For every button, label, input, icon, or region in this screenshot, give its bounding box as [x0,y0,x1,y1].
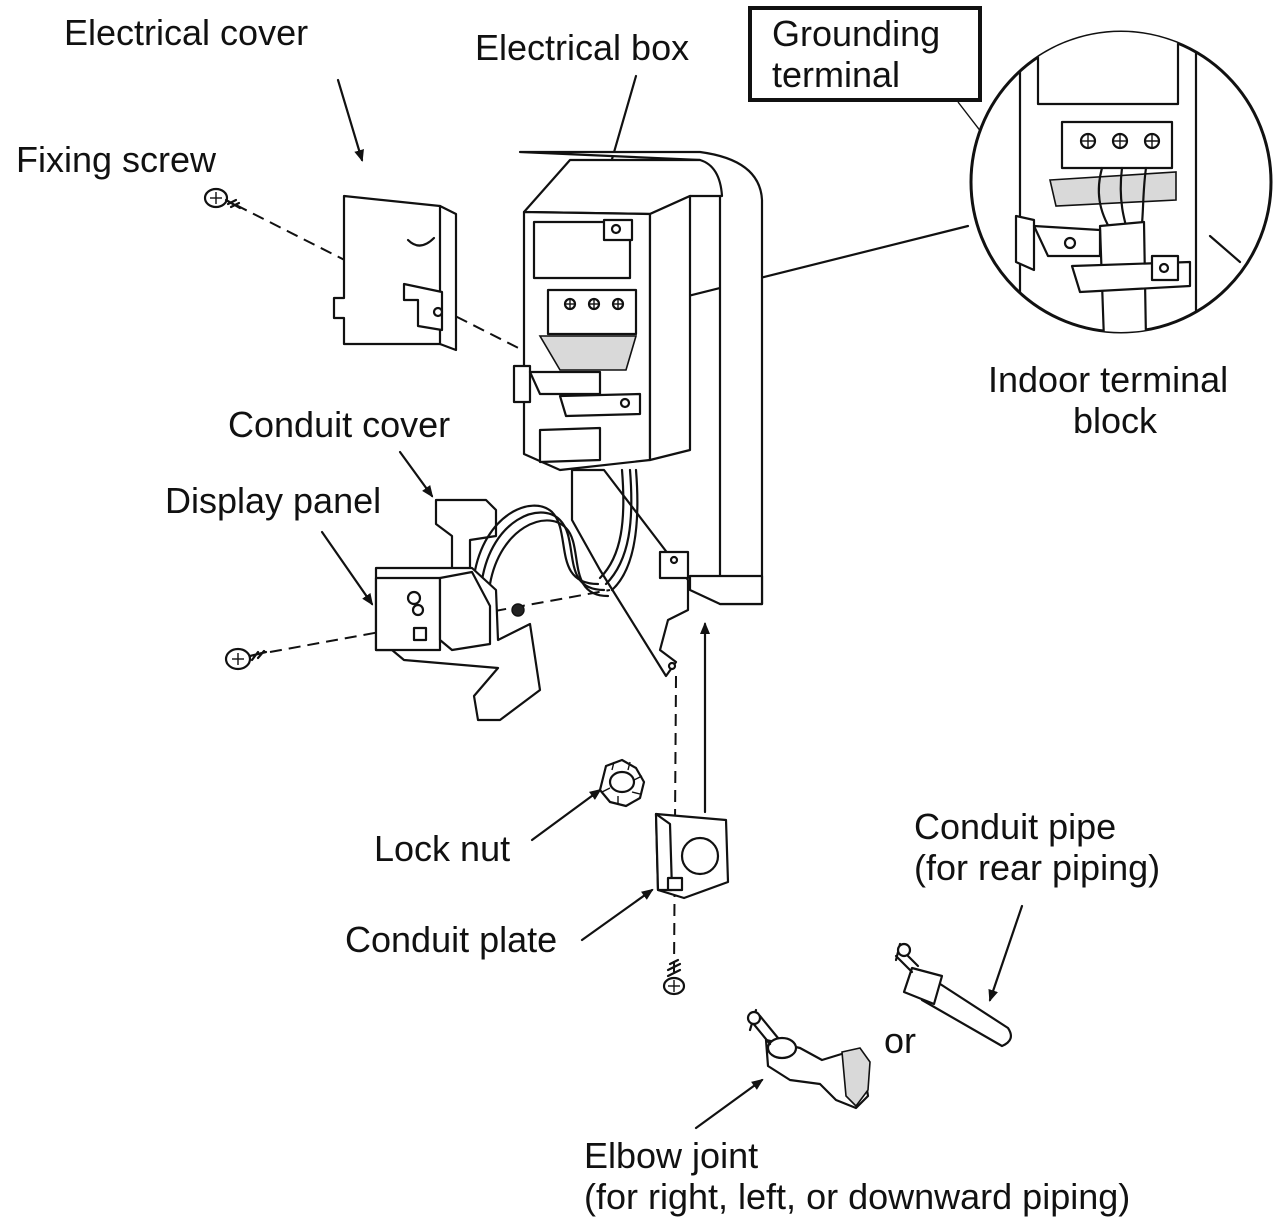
conduit-pipe [894,942,1012,1048]
label-indoor-terminal-block-1: Indoor terminal [988,359,1228,400]
screw-terminal-icon [563,297,625,311]
fixing-screw [203,187,242,210]
label-indoor-terminal-block-2: block [1073,400,1158,441]
label-fixing-screw: Fixing screw [16,139,217,180]
leader-elbow-joint [694,1078,764,1130]
phillips-screw-icon [224,647,268,671]
label-electrical-box: Electrical box [475,27,689,68]
labels: Electrical cover Electrical box Groundin… [16,6,1228,1217]
label-conduit-pipe-1: Conduit pipe [914,806,1116,847]
leader-lock-nut [530,788,602,842]
assembly-line-plate-screw [673,675,677,973]
phillips-screw-icon [662,958,686,996]
leader-conduit-plate [580,888,654,942]
label-grounding-terminal-1: Grounding [772,13,940,54]
conduit-plate [654,812,730,900]
label-grounding-terminal-2: terminal [772,54,900,95]
zoom-detail [969,30,1273,334]
label-lock-nut: Lock nut [374,828,510,869]
label-display-panel: Display panel [165,480,381,521]
leader-conduit-cover [398,450,434,498]
electrical-box [512,150,764,678]
electrical-cover [332,194,458,352]
label-elbow-joint-1: Elbow joint [584,1135,758,1176]
label-conduit-plate: Conduit plate [345,919,557,960]
conduit-cover [434,498,610,598]
grounding-terminal-box [748,6,982,102]
leader-display-panel [320,530,374,606]
terminal-block [546,288,638,336]
label-or: or [884,1020,916,1061]
leader-conduit-pipe [988,904,1024,1002]
display-panel [374,566,542,722]
lock-nut [598,758,646,808]
screw-terminal-icon [1079,132,1161,150]
leader-electrical-cover [336,78,364,162]
label-conduit-cover: Conduit cover [228,404,450,445]
label-electrical-cover: Electrical cover [64,12,308,53]
label-elbow-joint-2: (for right, left, or downward piping) [584,1176,1130,1217]
label-conduit-pipe-2: (for rear piping) [914,847,1160,888]
elbow-joint [746,1008,871,1110]
